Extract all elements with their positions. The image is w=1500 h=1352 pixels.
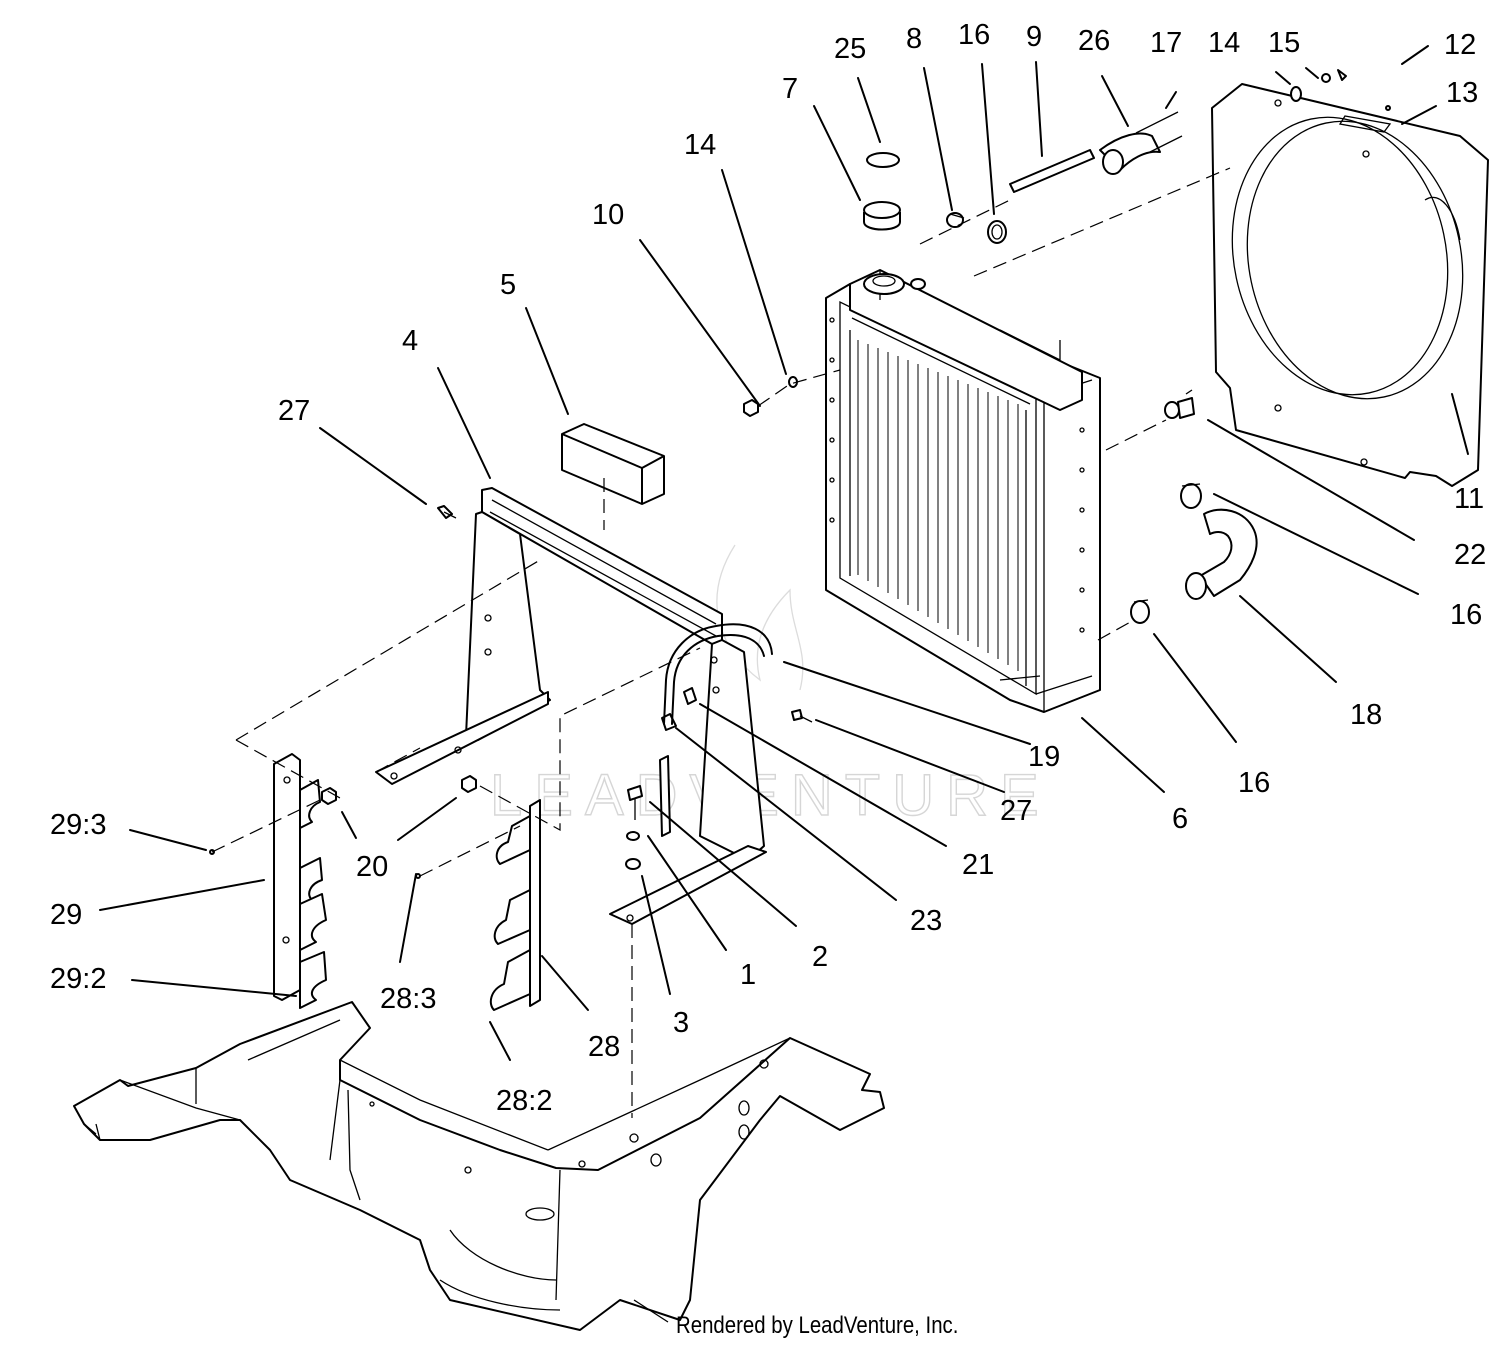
foam-strip — [561, 423, 665, 505]
clamp-16-right — [1180, 483, 1202, 509]
label-18: 18 — [1350, 699, 1382, 731]
clamp-16-upper — [987, 220, 1007, 244]
label-27-left: 27 — [278, 395, 310, 427]
label-13: 13 — [1446, 77, 1478, 109]
chassis-frame — [73, 1001, 885, 1331]
label-29: 29 — [50, 899, 82, 931]
label-2: 2 — [812, 941, 828, 973]
shroud-fasteners — [1290, 69, 1391, 111]
label-10: 10 — [592, 199, 624, 231]
label-25: 25 — [834, 33, 866, 65]
nut-20-left — [321, 787, 337, 805]
render-credit: Rendered by LeadVenture, Inc. — [676, 1312, 959, 1339]
nut-20-right — [461, 775, 477, 793]
label-28-3: 28:3 — [380, 983, 436, 1015]
label-21: 21 — [962, 849, 994, 881]
leader-lines — [99, 45, 1469, 1061]
label-17: 17 — [1150, 27, 1182, 59]
bracket-28 — [489, 799, 541, 1011]
clip-21 — [683, 687, 697, 705]
label-15: 15 — [1268, 27, 1300, 59]
label-29-3: 29:3 — [50, 809, 106, 841]
drain-valve — [1164, 389, 1195, 419]
radiator-fins — [857, 340, 1019, 671]
radiator-cap — [863, 201, 901, 231]
label-9: 9 — [1026, 21, 1042, 53]
leadventure-watermark: LEADVENTURE — [489, 544, 1051, 829]
alignment-lines — [211, 167, 1231, 1118]
label-14-left: 14 — [684, 129, 716, 161]
label-8: 8 — [906, 23, 922, 55]
label-28: 28 — [588, 1031, 620, 1063]
bracket-29 — [273, 753, 327, 1009]
standoff-rod — [659, 755, 671, 837]
label-19: 19 — [1028, 741, 1060, 773]
label-23: 23 — [910, 905, 942, 937]
label-16-top: 16 — [958, 19, 990, 51]
bolt-27-left — [437, 505, 457, 519]
label-28-2: 28:2 — [496, 1085, 552, 1117]
label-20: 20 — [356, 851, 388, 883]
label-29-2: 29:2 — [50, 963, 106, 995]
clamp-8 — [946, 212, 965, 228]
label-26: 26 — [1078, 25, 1110, 57]
label-4: 4 — [402, 325, 418, 357]
label-11: 11 — [1454, 483, 1484, 515]
label-5: 5 — [500, 269, 516, 301]
clamp-16-lower — [1130, 599, 1150, 624]
bolt-2 — [627, 785, 643, 820]
radiator-support-frame — [375, 487, 767, 925]
radiator-shroud — [1211, 83, 1489, 487]
lower-hose-assembly — [1185, 508, 1258, 600]
washer-1 — [626, 831, 640, 841]
label-3: 3 — [673, 1007, 689, 1039]
radiator-holes — [829, 317, 1085, 633]
callout-labels: 1 2 3 4 5 6 7 8 9 10 11 12 13 14 14 15 1… — [50, 19, 1486, 1117]
label-12: 12 — [1444, 29, 1476, 61]
cap-seal — [866, 152, 900, 168]
label-16-right: 16 — [1450, 599, 1482, 631]
label-14-right: 14 — [1208, 27, 1240, 59]
bolt-27-right — [791, 709, 813, 723]
nut-10 — [743, 399, 759, 417]
bushing-23 — [661, 713, 677, 731]
label-27-right: 27 — [1000, 795, 1032, 827]
radiator-core — [825, 269, 1101, 713]
washer-3 — [625, 858, 641, 870]
label-6: 6 — [1172, 803, 1188, 835]
label-1: 1 — [740, 959, 756, 991]
upper-hose-assembly — [1009, 111, 1183, 193]
label-7: 7 — [782, 73, 798, 105]
label-16-bottom: 16 — [1238, 767, 1270, 799]
watermark-text: LEADVENTURE — [490, 763, 1051, 828]
label-22: 22 — [1454, 539, 1486, 571]
